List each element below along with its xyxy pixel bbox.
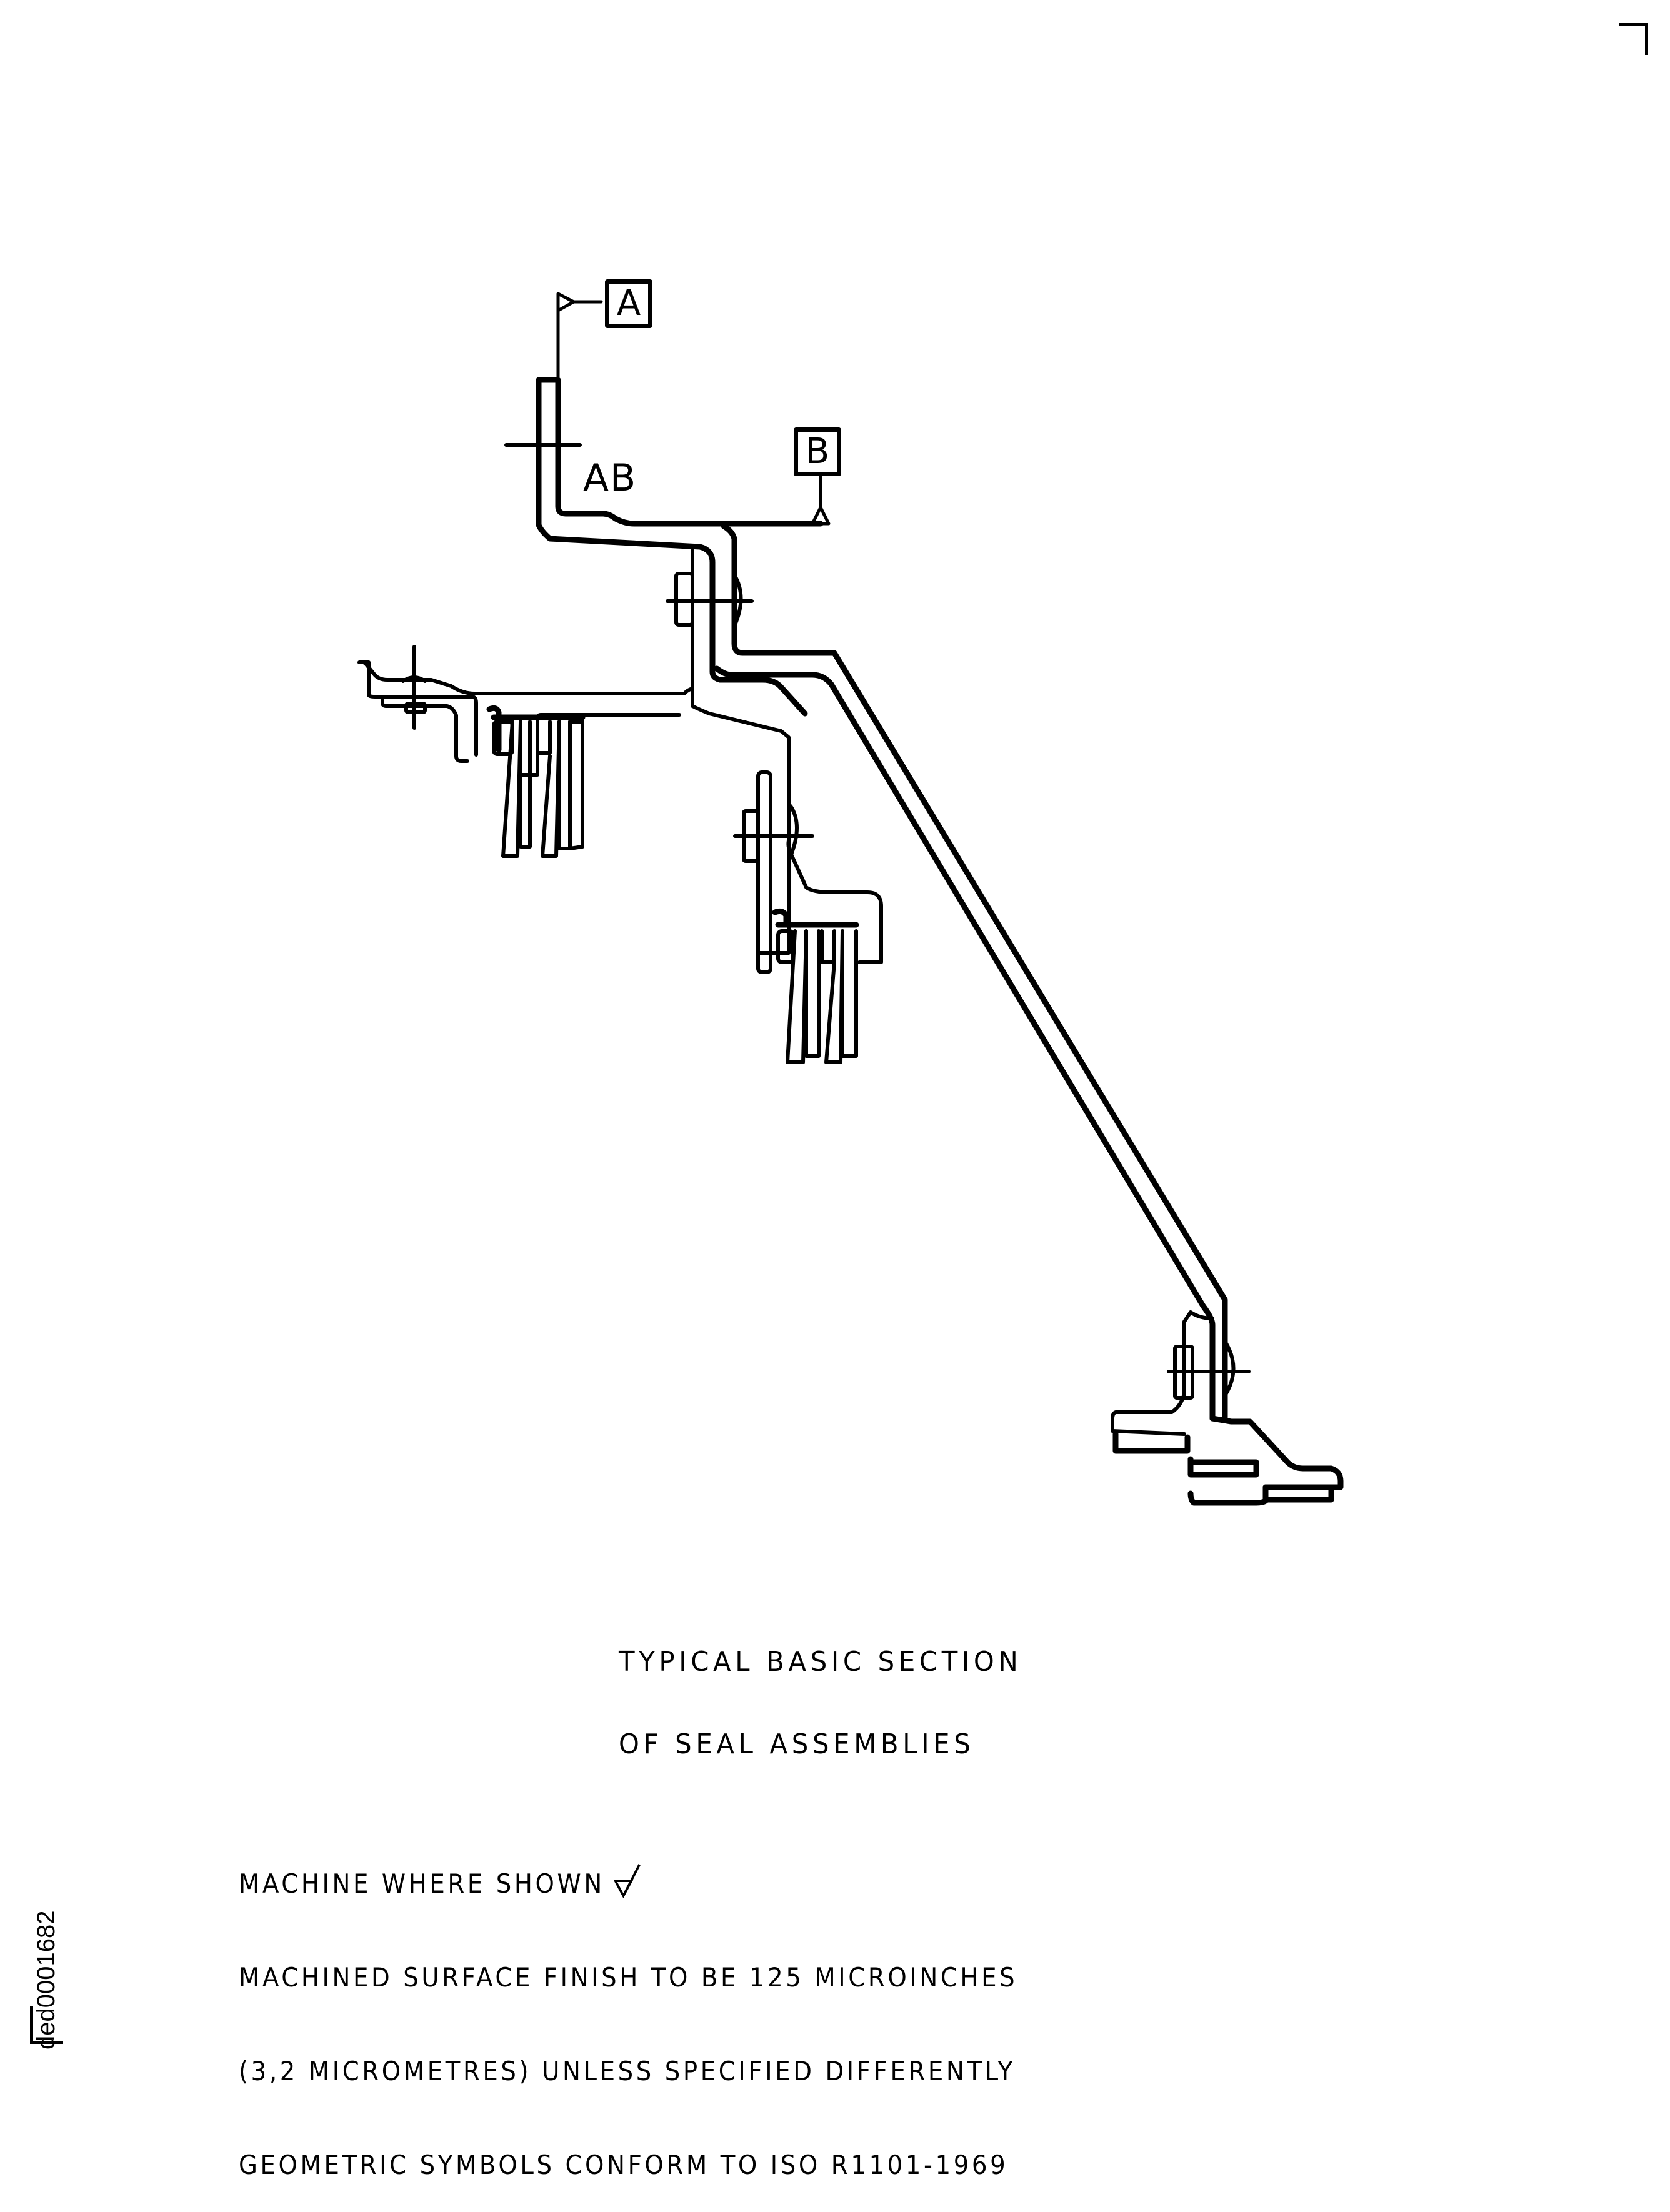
- note-line-2: MACHINED SURFACE FINISH TO BE 125 MICROI…: [239, 1962, 1018, 1993]
- left-fastener: [401, 645, 427, 730]
- seal-assembly-section-drawing: [358, 292, 1344, 1506]
- datum-a-box: A: [605, 279, 652, 328]
- datum-a-leader: [556, 292, 603, 379]
- reference-label-ab: AB: [583, 456, 638, 500]
- center-seal-fins: [772, 908, 859, 1064]
- top-flange: [504, 377, 1228, 1309]
- drawing-notes: MACHINE WHERE SHOWN MACHINED SURFACE FIN…: [239, 1800, 1018, 2212]
- note-line-1: MACHINE WHERE SHOWN: [239, 1862, 1018, 1900]
- note-line-1-text: MACHINE WHERE SHOWN: [239, 1868, 605, 1899]
- center-seal-carrier: [733, 767, 883, 974]
- main-diagonal-casing: [714, 665, 1228, 1422]
- datum-a-letter: A: [616, 283, 641, 324]
- corner-mark-bottom-left: [30, 2006, 63, 2044]
- upper-fastener: [666, 548, 754, 690]
- stepped-labyrinth-land: [1112, 1415, 1344, 1506]
- lower-fastener: [1111, 1310, 1251, 1436]
- caption-line-1: TYPICAL BASIC SECTION: [619, 1646, 1022, 1678]
- surface-finish-check-icon: [613, 1864, 641, 1898]
- datum-b-leader: [811, 471, 831, 526]
- caption-line-2: OF SEAL ASSEMBLIES: [619, 1728, 975, 1760]
- left-seal-fins: [486, 705, 586, 858]
- corner-mark-top-right: [1619, 23, 1648, 55]
- note-line-4: GEOMETRIC SYMBOLS CONFORM TO ISO R1101-1…: [239, 2150, 1009, 2180]
- note-line-3: (3,2 MICROMETRES) UNLESS SPECIFIED DIFFE…: [239, 2056, 1016, 2086]
- datum-b-box: B: [794, 427, 841, 476]
- document-id: ded0001682: [32, 1910, 60, 2050]
- drawing-caption: TYPICAL BASIC SECTION OF SEAL ASSEMBLIES: [619, 1593, 1022, 1786]
- datum-b-letter: B: [805, 431, 830, 472]
